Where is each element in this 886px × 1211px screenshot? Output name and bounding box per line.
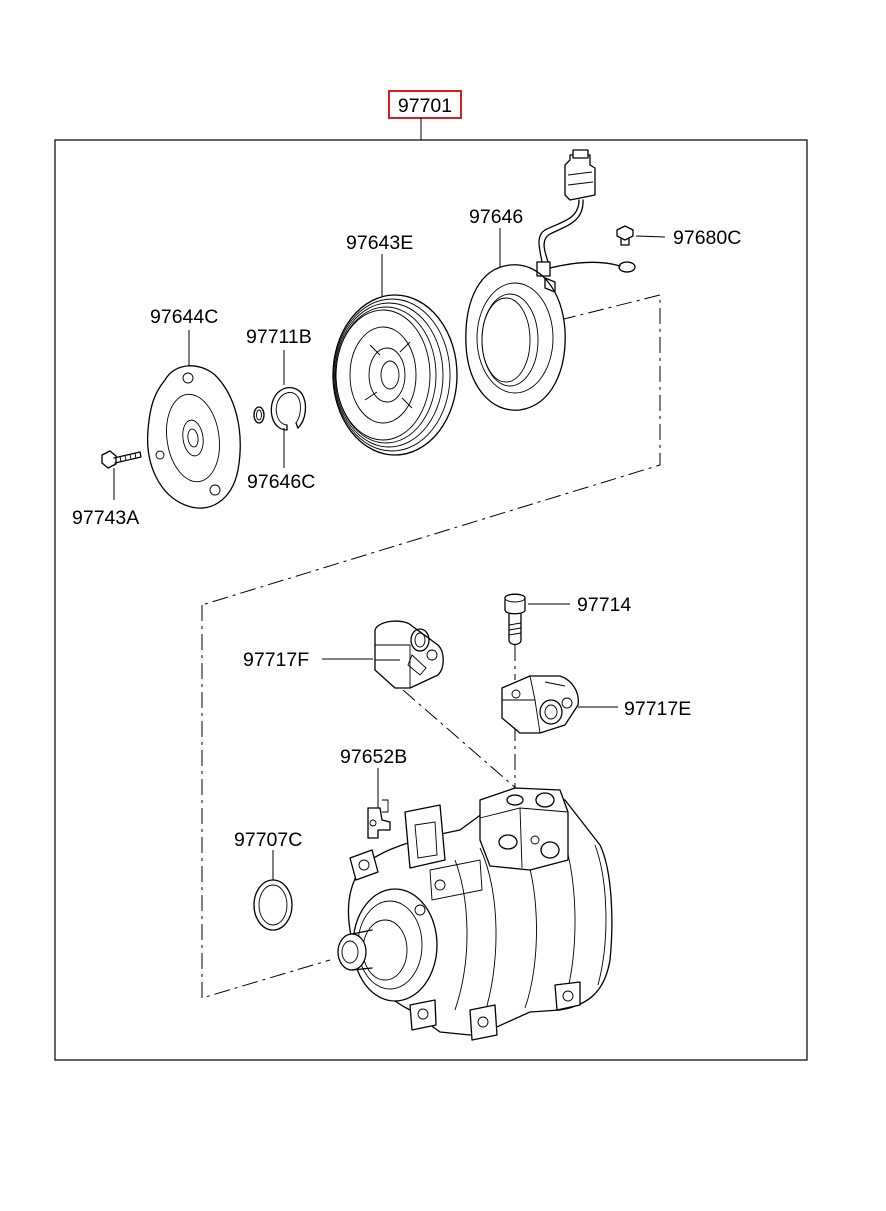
field-coil-97646[interactable] bbox=[465, 261, 566, 411]
assembly-frame bbox=[54, 139, 808, 1061]
label-97643E[interactable]: 97643E bbox=[346, 232, 413, 254]
bolt-97714[interactable] bbox=[504, 593, 526, 646]
part-labels: 97646 97680C 97643E 97644C 97711B 97646C… bbox=[72, 206, 741, 851]
label-97711B[interactable]: 97711B bbox=[246, 326, 312, 348]
assembly-callout[interactable]: 97701 bbox=[388, 90, 462, 119]
label-97646[interactable]: 97646 bbox=[469, 206, 523, 228]
compressor-group-outline bbox=[201, 605, 331, 999]
clip-97652B[interactable] bbox=[367, 799, 391, 839]
label-97714[interactable]: 97714 bbox=[577, 594, 631, 616]
label-97680C[interactable]: 97680C bbox=[673, 227, 741, 249]
label-97652B[interactable]: 97652B bbox=[340, 746, 407, 768]
label-97707C[interactable]: 97707C bbox=[234, 829, 302, 851]
clutch-group-outline bbox=[201, 294, 661, 606]
assembly-part-number: 97701 bbox=[398, 95, 452, 117]
pulley-97643E[interactable] bbox=[332, 294, 458, 456]
label-97646C[interactable]: 97646C bbox=[247, 471, 315, 493]
shim-97646C[interactable] bbox=[253, 406, 265, 424]
o-ring-97707C[interactable] bbox=[253, 879, 293, 931]
label-97644C[interactable]: 97644C bbox=[150, 306, 218, 328]
compressor-body[interactable] bbox=[337, 787, 613, 1041]
bolt-97743A[interactable] bbox=[101, 450, 142, 469]
label-97717F[interactable]: 97717F bbox=[243, 649, 309, 671]
control-valve-97717F[interactable] bbox=[374, 620, 444, 689]
valve-axis-line-f bbox=[402, 689, 519, 791]
leader-lines bbox=[113, 228, 666, 880]
clutch-hub-97644C[interactable] bbox=[146, 365, 241, 509]
label-97717E[interactable]: 97717E bbox=[624, 698, 691, 720]
label-97743A[interactable]: 97743A bbox=[72, 507, 139, 529]
snap-ring-97711B[interactable] bbox=[270, 387, 307, 431]
assembly-highlight-box bbox=[388, 90, 462, 119]
screw-97680C[interactable] bbox=[616, 225, 634, 246]
field-coil-wire-harness bbox=[538, 149, 636, 273]
control-valve-97717E[interactable] bbox=[501, 675, 579, 734]
